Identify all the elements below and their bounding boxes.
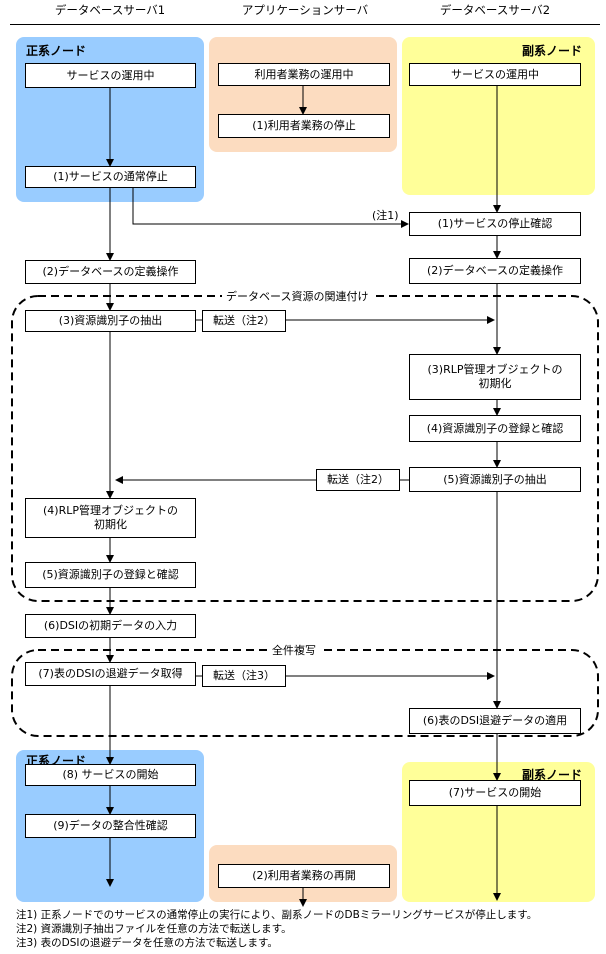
db2-start-box: (7)サービスの開始 <box>409 780 581 806</box>
footnote-2: 注2) 資源識別子抽出ファイルを任意の方法で転送します。 <box>16 923 292 935</box>
db1-start-box: (8) サービスの開始 <box>25 764 196 786</box>
footnotes: 注1) 正系ノードでのサービスの通常停止の実行により、副系ノードのDBミラーリン… <box>16 908 537 950</box>
primary-node-title-top: 正系ノード <box>26 44 87 58</box>
db1-define-box: (2)データベースの定義操作 <box>25 260 196 284</box>
db2-apply-dsi-box: (6)表のDSI退避データの適用 <box>409 708 581 734</box>
secondary-node-title-bottom: 副系ノード <box>522 768 583 782</box>
app-running-box: 利用者業務の運用中 <box>218 63 390 86</box>
db1-dsi-input-box: (6)DSIの初期データの入力 <box>25 614 196 638</box>
footnote-1: 注1) 正系ノードでのサービスの通常停止の実行により、副系ノードのDBミラーリン… <box>16 909 538 921</box>
group-association-region <box>11 295 599 602</box>
transfer-note2-label-a: 転送（注2） <box>202 310 286 332</box>
footnote-3: 注3) 表のDSIの退避データを任意の方法で転送します。 <box>16 937 278 949</box>
group-copy-label: 全件複写 <box>268 642 320 658</box>
db1-service-running-box: サービスの運用中 <box>25 63 196 88</box>
header-rule <box>10 24 600 25</box>
db1-extract-id-box: (3)資源識別子の抽出 <box>25 310 196 332</box>
db1-dsi-backup-box: (7)表のDSIの退避データ取得 <box>25 662 196 686</box>
header-db-server-1: データベースサーバ1 <box>54 3 166 17</box>
header-app-server: アプリケーションサーバ <box>241 3 369 17</box>
db2-define-box: (2)データベースの定義操作 <box>409 258 581 284</box>
transfer-note2-label-b: 転送（注2） <box>316 469 400 491</box>
db2-register-id-box: (4)資源識別子の登録と確認 <box>409 415 581 442</box>
header-db-server-2: データベースサーバ2 <box>439 3 551 17</box>
app-stop-box: (1)利用者業務の停止 <box>218 114 390 138</box>
db1-normal-stop-box: (1)サービスの通常停止 <box>25 166 196 188</box>
db2-stop-confirm-box: (1)サービスの停止確認 <box>409 212 581 236</box>
db2-extract-id-box: (5)資源識別子の抽出 <box>409 467 581 492</box>
db1-init-rlp-box: (4)RLP管理オブジェクトの 初期化 <box>25 498 196 538</box>
transfer-note3-label: 転送（注3） <box>202 665 286 687</box>
note1-marker-label: (注1) <box>372 209 399 222</box>
db1-integrity-box: (9)データの整合性確認 <box>25 814 196 838</box>
group-association-label: データベース資源の関連付け <box>222 288 373 304</box>
app-resume-box: (2)利用者業務の再開 <box>218 864 390 888</box>
db1-register-id-box: (5)資源識別子の登録と確認 <box>25 562 196 588</box>
db2-service-running-box: サービスの運用中 <box>409 63 581 86</box>
secondary-node-title-top: 副系ノード <box>522 44 583 58</box>
db2-init-rlp-box: (3)RLP管理オブジェクトの 初期化 <box>409 354 581 400</box>
